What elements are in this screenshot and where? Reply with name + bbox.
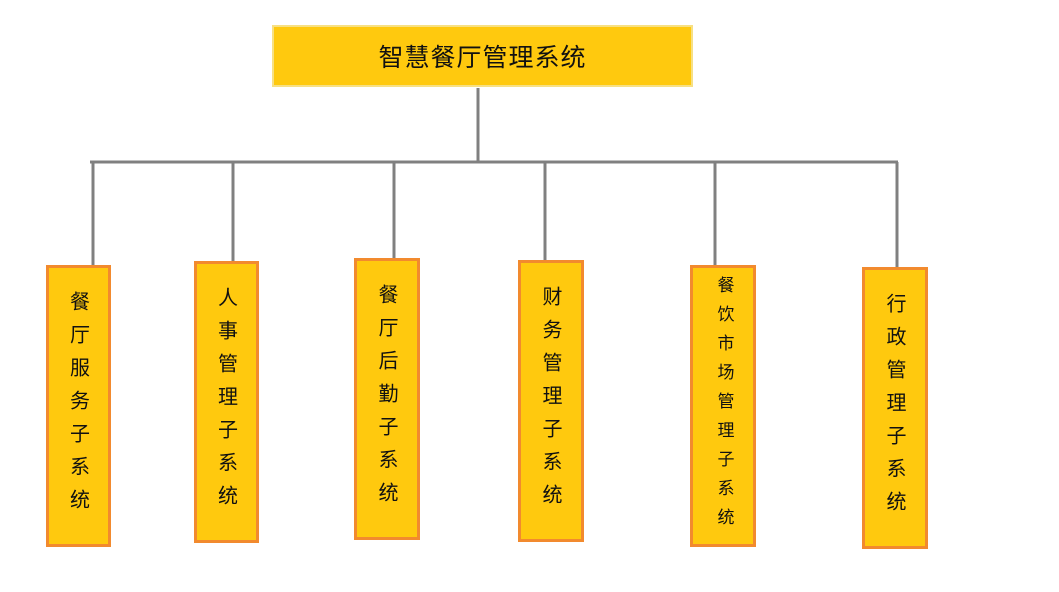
child-label: 行政管理子系统 [883,292,907,524]
child-label: 餐饮市场管理子系统 [713,275,734,537]
root-node: 智慧餐厅管理系统 [272,25,693,87]
child-node-administration: 行政管理子系统 [862,267,928,549]
child-label: 人事管理子系统 [214,286,239,518]
child-node-personnel: 人事管理子系统 [194,261,259,543]
root-title: 智慧餐厅管理系统 [378,43,587,72]
child-node-finance: 财务管理子系统 [518,260,584,542]
child-label: 财务管理子系统 [539,285,563,517]
child-label: 餐厅服务子系统 [66,290,91,522]
child-node-catering-market: 餐饮市场管理子系统 [690,265,756,547]
child-node-restaurant-service: 餐厅服务子系统 [46,265,111,547]
child-node-logistics: 餐厅后勤子系统 [354,258,420,540]
child-label: 餐厅后勤子系统 [375,283,399,515]
